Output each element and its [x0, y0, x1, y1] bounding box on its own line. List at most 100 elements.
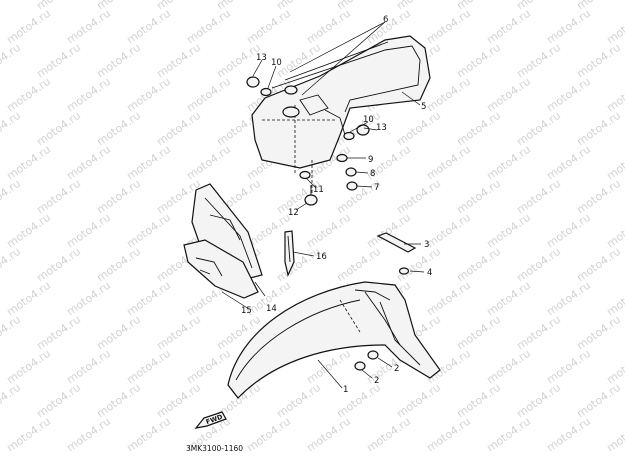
watermark-text: moto4.ru — [94, 381, 143, 421]
watermark-text: moto4.ru — [394, 245, 443, 285]
bolt-2-b — [367, 350, 379, 360]
watermark-text: moto4.ru — [454, 381, 503, 421]
number-plate-cover-15 — [183, 239, 259, 299]
nut-13-right — [356, 124, 370, 136]
watermark-text: moto4.ru — [244, 7, 293, 47]
watermark-text: moto4.ru — [454, 313, 503, 353]
watermark-text: moto4.ru — [544, 7, 593, 47]
washer-11 — [299, 170, 311, 180]
watermark-text: moto4.ru — [394, 177, 443, 217]
watermark-text: moto4.ru — [184, 143, 233, 183]
watermark-text: moto4.ru — [154, 41, 203, 81]
callout-12: 12 — [288, 208, 299, 218]
washer-10-top — [260, 87, 272, 97]
rear-fender-mount-hole — [282, 106, 300, 118]
watermark-text: moto4.ru — [514, 109, 563, 149]
watermark-text: moto4.ru — [0, 0, 23, 12]
rear-fender-rail — [271, 45, 421, 113]
watermark-text: moto4.ru — [0, 313, 23, 353]
watermark-text: moto4.ru — [64, 347, 113, 387]
watermark-text: moto4.ru — [94, 41, 143, 81]
watermark-text: moto4.ru — [454, 177, 503, 217]
callout-7: 7 — [374, 183, 379, 193]
callout-2b: 2 — [394, 364, 399, 374]
watermark-text: moto4.ru — [34, 177, 83, 217]
watermark-text: moto4.ru — [514, 381, 563, 421]
callout-1: 1 — [343, 385, 348, 395]
band-16 — [284, 230, 295, 277]
watermark-text: moto4.ru — [424, 75, 473, 115]
watermark-text: moto4.ru — [4, 279, 53, 319]
watermark-text: moto4.ru — [274, 245, 323, 285]
watermark-text: moto4.ru — [424, 7, 473, 47]
callout-10-top: 10 — [271, 58, 282, 68]
bolt-2-a — [354, 361, 366, 371]
watermark-text: moto4.ru — [334, 245, 383, 285]
callout-2a: 2 — [374, 376, 379, 386]
watermark-text: moto4.ru — [184, 347, 233, 387]
watermark-text: moto4.ru — [64, 7, 113, 47]
watermark-text: moto4.ru — [544, 211, 593, 251]
watermark-text: moto4.ru — [604, 415, 625, 455]
watermark-text: moto4.ru — [0, 381, 23, 421]
front-fender — [227, 281, 441, 399]
callout-4: 4 — [427, 268, 432, 278]
watermark-text: moto4.ru — [304, 211, 353, 251]
watermark-text: moto4.ru — [0, 109, 23, 149]
callout-13-top: 13 — [256, 53, 267, 63]
watermark-text: moto4.ru — [304, 7, 353, 47]
watermark-text: moto4.ru — [574, 381, 623, 421]
watermark-text: moto4.ru — [64, 211, 113, 251]
callout-16: 16 — [316, 252, 327, 262]
watermark-text: moto4.ru — [484, 211, 533, 251]
watermark-text: moto4.ru — [4, 7, 53, 47]
watermark-text: moto4.ru — [154, 109, 203, 149]
watermark-text: moto4.ru — [484, 415, 533, 455]
watermark-text: moto4.ru — [244, 415, 293, 455]
watermark-text: moto4.ru — [34, 109, 83, 149]
callout-14: 14 — [266, 304, 277, 314]
watermark-text: moto4.ru — [364, 415, 413, 455]
watermark-text: moto4.ru — [0, 41, 23, 81]
watermark-text: moto4.ru — [4, 347, 53, 387]
watermark-text: moto4.ru — [514, 313, 563, 353]
watermark-text: moto4.ru — [4, 415, 53, 455]
callout-8: 8 — [370, 169, 375, 179]
watermark-text: moto4.ru — [394, 381, 443, 421]
watermark-text: moto4.ru — [94, 109, 143, 149]
watermark-text: moto4.ru — [484, 347, 533, 387]
watermark-text: moto4.ru — [4, 211, 53, 251]
watermark-text: moto4.ru — [574, 313, 623, 353]
watermark-text: moto4.ru — [544, 75, 593, 115]
watermark-text: moto4.ru — [34, 245, 83, 285]
watermark-text: moto4.ru — [544, 415, 593, 455]
callout-5: 5 — [421, 102, 426, 112]
watermark-text: moto4.ru — [424, 143, 473, 183]
watermark-text: moto4.ru — [64, 279, 113, 319]
watermark-text: moto4.ru — [454, 109, 503, 149]
watermark-text: moto4.ru — [484, 7, 533, 47]
watermark-text: moto4.ru — [124, 75, 173, 115]
washer-10-right — [343, 131, 355, 141]
rear-fender-body — [251, 35, 431, 169]
watermark-text: moto4.ru — [574, 245, 623, 285]
watermark-text: moto4.ru — [34, 41, 83, 81]
callout-15: 15 — [241, 306, 252, 316]
watermark-text: moto4.ru — [574, 109, 623, 149]
rear-fender — [251, 35, 431, 195]
nut-13-top — [246, 76, 260, 88]
watermark-text: moto4.ru — [574, 41, 623, 81]
watermark-text: moto4.ru — [394, 109, 443, 149]
collar-8 — [345, 167, 357, 177]
watermark-text: moto4.ru — [0, 177, 23, 217]
watermark-text: moto4.ru — [124, 211, 173, 251]
watermark-text: moto4.ru — [574, 177, 623, 217]
callout-leaders — [221, 21, 425, 389]
watermark-text: moto4.ru — [544, 279, 593, 319]
callout-11: 11 — [313, 185, 324, 195]
watermark-text: moto4.ru — [94, 245, 143, 285]
callout-labels: 1 2 2 3 4 5 6 7 8 9 10 10 11 12 13 13 14… — [241, 15, 432, 395]
watermark-text: moto4.ru — [124, 415, 173, 455]
